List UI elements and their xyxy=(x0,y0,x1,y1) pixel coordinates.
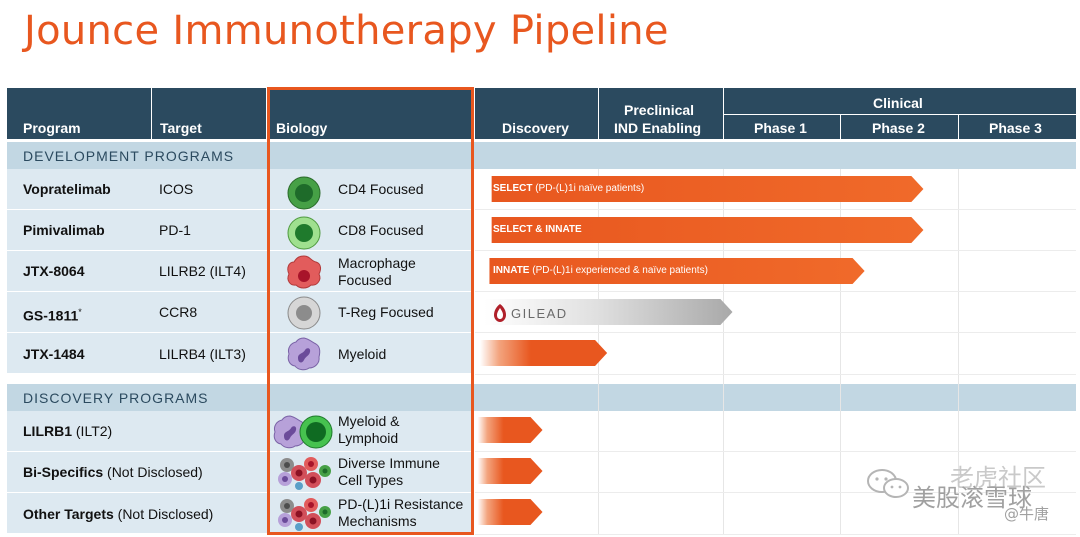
grid-line xyxy=(475,291,1076,292)
progress-bar-lilrb1 xyxy=(477,417,543,443)
biology-highlight-box xyxy=(267,87,474,535)
progress-label: SELECT & INNATE xyxy=(493,224,582,235)
myeloid-lymphoid-icon xyxy=(273,415,333,449)
header-preclinical: Preclinical IND Enabling xyxy=(599,88,723,139)
watermark-line3: @牛唐 xyxy=(1004,505,1050,523)
cd8-cell-icon xyxy=(287,216,321,250)
progress-label: SELECT (PD-(L)1i naïve patients) xyxy=(493,183,645,194)
row-bg xyxy=(7,493,474,533)
grid-line xyxy=(475,374,1076,375)
section-discovery: DISCOVERY PROGRAMS xyxy=(7,384,1076,411)
program-name: Other Targets (Not Disclosed) xyxy=(23,506,214,522)
page-title: Jounce Immunotherapy Pipeline xyxy=(24,8,669,54)
row-bg xyxy=(7,210,474,250)
biology-label: CD4 Focused xyxy=(338,181,424,197)
biology-label: Myeloid &Lymphoid xyxy=(338,413,400,446)
treg-cell-icon xyxy=(287,296,321,330)
grid-line xyxy=(475,534,1076,535)
header-biology: Biology xyxy=(267,88,474,139)
resistance-cells-icon xyxy=(278,498,331,531)
progress-label: INNATE (PD-(L)1i experienced & naïve pat… xyxy=(493,265,708,276)
grid-line xyxy=(475,209,1076,210)
cd4-cell-icon xyxy=(287,176,321,210)
program-name: Bi-Specifics (Not Disclosed) xyxy=(23,464,203,480)
watermark-line1: 老虎社区 xyxy=(950,464,1046,492)
row-bg xyxy=(7,169,474,209)
grid-line xyxy=(958,169,959,535)
program-name: LILRB1 (ILT2) xyxy=(23,423,113,439)
grid-line xyxy=(840,169,841,535)
progress-bar-vopratelimab xyxy=(491,176,924,202)
row-bg xyxy=(7,452,474,492)
header-target: Target xyxy=(152,88,266,139)
grid-line xyxy=(475,250,1076,251)
partner-name: GILEAD xyxy=(511,306,568,321)
progress-bar-gs-1811 xyxy=(484,299,733,325)
progress-bar-bi-specifics xyxy=(477,458,543,484)
progress-bar-pimivalimab xyxy=(491,217,924,243)
grid-line xyxy=(475,451,1076,452)
gilead-logo-icon xyxy=(494,304,506,322)
target-name: CCR8 xyxy=(159,304,198,320)
section-development: DEVELOPMENT PROGRAMS xyxy=(7,142,1076,169)
biology-label: T-Reg Focused xyxy=(338,304,434,320)
target-name: LILRB2 (ILT4) xyxy=(159,263,246,279)
watermark-line2: 美股滚雪球 xyxy=(912,484,1032,512)
progress-bar-jtx-1484 xyxy=(479,340,608,366)
grid-line xyxy=(723,169,724,535)
program-name: Vopratelimab xyxy=(23,181,111,197)
biology-label: Myeloid xyxy=(338,346,387,362)
program-name: JTX-8064 xyxy=(23,263,85,279)
program-name: JTX-1484 xyxy=(23,346,85,362)
macrophage-cell-icon xyxy=(287,255,322,289)
target-name: LILRB4 (ILT3) xyxy=(159,346,246,362)
grid-line xyxy=(475,492,1076,493)
header-program: Program xyxy=(7,88,151,139)
program-name: Pimivalimab xyxy=(23,222,105,238)
header-phase3: Phase 3 xyxy=(959,115,1076,139)
row-bg xyxy=(7,292,474,332)
biology-label: CD8 Focused xyxy=(338,222,424,238)
progress-bar-jtx-8064 xyxy=(489,258,865,284)
grid-line xyxy=(475,332,1076,333)
row-bg xyxy=(7,411,474,451)
header-clinical: Clinical xyxy=(724,88,1076,114)
row-bg xyxy=(7,251,474,291)
header-phase2: Phase 2 xyxy=(841,115,958,139)
target-name: PD-1 xyxy=(159,222,191,238)
header-discovery: Discovery xyxy=(475,88,598,139)
immune-cells-cluster-icon xyxy=(278,457,331,490)
program-name: GS-1811* xyxy=(23,307,82,324)
progress-bar-other-targets xyxy=(477,499,543,525)
wechat-icon xyxy=(867,469,909,498)
row-bg xyxy=(7,333,474,373)
header-phase1: Phase 1 xyxy=(724,115,840,139)
target-name: ICOS xyxy=(159,181,194,197)
myeloid-cell-icon xyxy=(287,337,321,371)
